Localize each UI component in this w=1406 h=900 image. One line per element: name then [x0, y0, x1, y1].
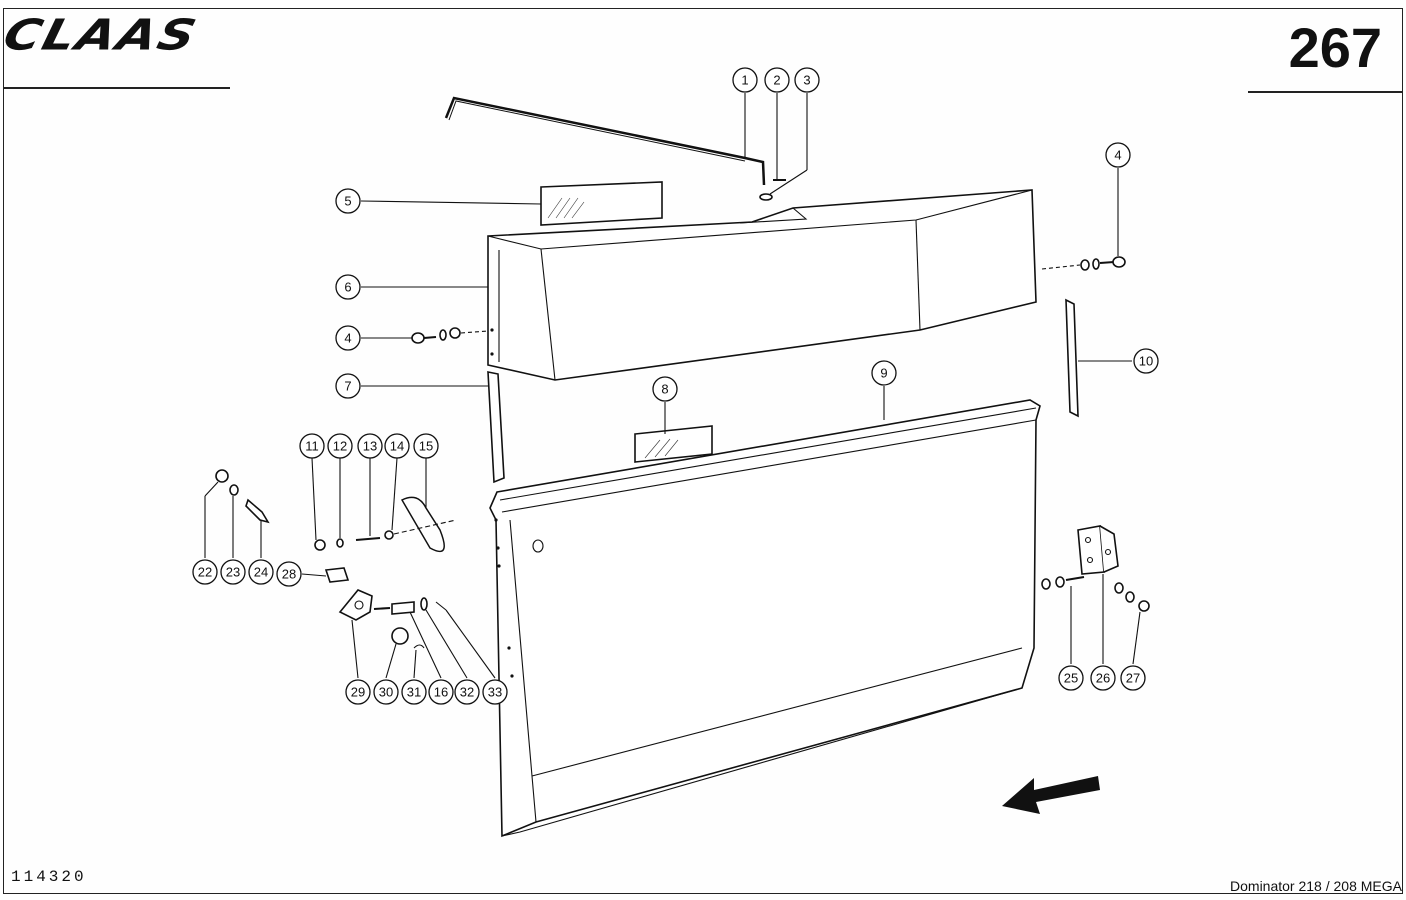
svg-text:8: 8 — [661, 382, 668, 397]
callout-3: 3 — [794, 67, 820, 93]
svg-text:10: 10 — [1139, 354, 1153, 369]
svg-text:29: 29 — [351, 685, 365, 700]
svg-text:27: 27 — [1126, 671, 1140, 686]
svg-text:2: 2 — [773, 73, 780, 88]
callout-24: 24 — [248, 559, 274, 585]
callout-27: 27 — [1120, 665, 1146, 691]
svg-text:14: 14 — [390, 439, 404, 454]
callout-22: 22 — [192, 559, 218, 585]
svg-text:31: 31 — [407, 685, 421, 700]
svg-text:15: 15 — [419, 439, 433, 454]
svg-text:1: 1 — [741, 73, 748, 88]
callout-28: 28 — [276, 561, 302, 587]
page-number: 267 — [1288, 16, 1382, 79]
side-panel — [489, 399, 1041, 838]
callout-10: 10 — [1133, 348, 1159, 374]
rod-part — [444, 96, 766, 186]
svg-text:30: 30 — [379, 685, 393, 700]
drawing-frame — [3, 8, 1403, 894]
callout-14: 14 — [384, 433, 410, 459]
logo-underline — [4, 87, 230, 89]
callout-29: 29 — [345, 679, 371, 705]
decal-plate-8 — [634, 425, 713, 463]
callout-33: 33 — [482, 679, 508, 705]
svg-text:13: 13 — [363, 439, 377, 454]
bolt-set-left — [411, 327, 489, 344]
callout-9: 9 — [871, 360, 897, 386]
callout-30: 30 — [373, 679, 399, 705]
direction-arrow — [1002, 776, 1100, 814]
svg-text:5: 5 — [344, 194, 351, 209]
callout-1: 1 — [732, 67, 758, 93]
svg-text:26: 26 — [1096, 671, 1110, 686]
callout-6: 6 — [335, 274, 361, 300]
svg-text:3: 3 — [803, 73, 810, 88]
svg-text:25: 25 — [1064, 671, 1078, 686]
callout-4-right: 4 — [1105, 142, 1131, 168]
svg-text:4: 4 — [1114, 148, 1121, 163]
hood-cover — [487, 189, 1037, 381]
svg-text:16: 16 — [434, 685, 448, 700]
svg-text:33: 33 — [488, 685, 502, 700]
svg-text:28: 28 — [282, 567, 296, 582]
callout-4-left: 4 — [335, 325, 361, 351]
washer-part — [759, 193, 773, 201]
decal-plate-5 — [540, 181, 663, 226]
callout-32: 32 — [454, 679, 480, 705]
callout-16: 16 — [428, 679, 454, 705]
callout-8: 8 — [652, 376, 678, 402]
svg-text:22: 22 — [198, 565, 212, 580]
svg-text:7: 7 — [344, 379, 351, 394]
left-strip — [487, 371, 505, 484]
callout-13: 13 — [357, 433, 383, 459]
callout-26: 26 — [1090, 665, 1116, 691]
svg-text:9: 9 — [880, 366, 887, 381]
svg-text:32: 32 — [460, 685, 474, 700]
callout-25: 25 — [1058, 665, 1084, 691]
svg-text:11: 11 — [305, 439, 319, 454]
callout-15: 15 — [413, 433, 439, 459]
right-strip — [1065, 298, 1079, 418]
svg-text:6: 6 — [344, 280, 351, 295]
model-label: Dominator 218 / 208 MEGA — [1230, 878, 1402, 894]
svg-text:24: 24 — [254, 565, 268, 580]
svg-text:23: 23 — [226, 565, 240, 580]
page-number-underline — [1248, 91, 1403, 93]
svg-text:12: 12 — [333, 439, 347, 454]
callout-5: 5 — [335, 188, 361, 214]
callout-12: 12 — [327, 433, 353, 459]
bolt-set-right — [1041, 256, 1126, 271]
callout-23: 23 — [220, 559, 246, 585]
callout-2: 2 — [764, 67, 790, 93]
svg-text:4: 4 — [344, 331, 351, 346]
callout-7: 7 — [335, 373, 361, 399]
drawing-number: 114320 — [11, 868, 87, 886]
hinge-bracket — [1077, 525, 1105, 575]
callout-11: 11 — [299, 433, 325, 459]
callout-31: 31 — [401, 679, 427, 705]
